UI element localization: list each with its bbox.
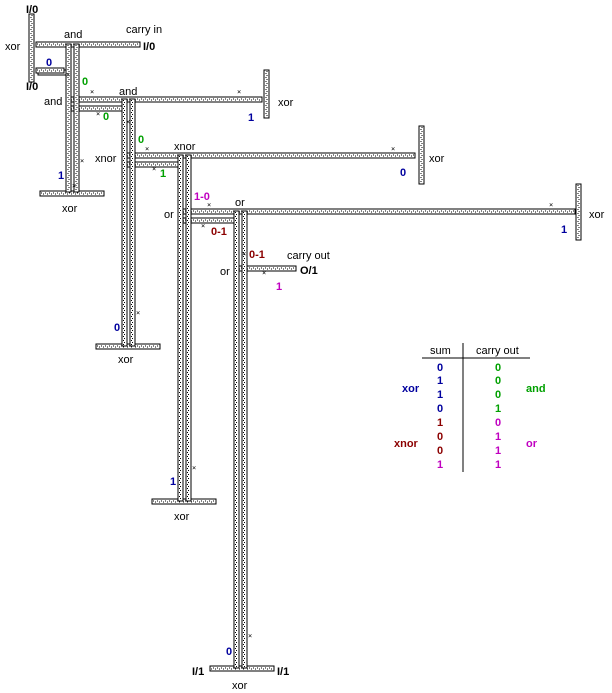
wire-vertical [28, 13, 35, 83]
wire-horizontal [39, 190, 105, 197]
wire-vertical [177, 154, 184, 502]
gate-label-xnor-2: xnor [174, 141, 196, 153]
wire-horizontal [151, 498, 217, 505]
gate-label-and-3: and [119, 86, 138, 98]
wire-tick-mark: × [72, 182, 76, 190]
bit-label: 1 [58, 170, 65, 182]
gate-label-or-3: or [220, 266, 230, 278]
wire-vertical [263, 69, 270, 119]
gate-label-or-1: or [164, 209, 174, 221]
wire-tick-mark: × [248, 632, 252, 640]
bit-label: 1-0 [194, 191, 210, 203]
bit-label: 0 [138, 134, 145, 146]
bit-label: 0-1 [249, 249, 265, 261]
wire-tick-mark: × [145, 145, 149, 153]
bit-label: 0 [226, 646, 233, 658]
wire-vertical [418, 125, 425, 185]
gate-label-and-2: and [44, 96, 63, 108]
wire-tick-mark: × [80, 157, 84, 165]
bit-label: 1 [170, 476, 177, 488]
wire-vertical [121, 98, 128, 347]
wire-horizontal [35, 41, 141, 48]
wire-vertical [241, 210, 248, 669]
wire-vertical [73, 43, 80, 193]
gate-label-xor-3: xor [62, 203, 78, 215]
wire-tick-mark: × [192, 464, 196, 472]
wire-tick-mark: × [391, 145, 395, 153]
bit-label: 0 [114, 322, 121, 334]
wire-tick-mark: × [90, 88, 94, 96]
wire-tick-mark: × [152, 165, 156, 173]
bit-label: 1 [160, 168, 167, 180]
input-top-a: I/0 [26, 4, 39, 16]
gate-label-xor-6: xor [118, 354, 134, 366]
wire-tick-mark: × [136, 309, 140, 317]
input-bottom-b: I/1 [277, 666, 290, 678]
wire-vertical [233, 210, 240, 669]
bit-label: 0 [46, 57, 53, 69]
carry-out-value: O/1 [300, 265, 318, 277]
gate-label-xor-8: xor [232, 680, 248, 692]
wire-tick-mark: × [242, 250, 246, 258]
bit-label: 0 [103, 111, 110, 123]
gate-label-or-2: or [235, 197, 245, 209]
gate-label-and-1: and [64, 29, 83, 41]
bit-label: 1 [276, 281, 283, 293]
gate-label-xor-1: xor [5, 41, 21, 53]
input-top-b: I/0 [26, 81, 39, 93]
wire-tick-mark: × [201, 222, 205, 230]
wire-horizontal [35, 67, 65, 74]
wire-horizontal [121, 152, 416, 159]
gate-label-xnor-1: xnor [95, 153, 117, 165]
carry-in-value: I/0 [143, 41, 156, 53]
input-bottom-a: I/1 [192, 666, 205, 678]
gate-label-xor-5: xor [589, 209, 605, 221]
carry-in-label: carry in [126, 24, 163, 36]
gate-label-xor-2: xor [278, 97, 294, 109]
wire-tick-mark: × [207, 201, 211, 209]
gate-label-xor-4: xor [429, 153, 445, 165]
bit-label: 0-1 [211, 226, 227, 238]
wire-vertical [65, 43, 72, 193]
bit-label: 0 [400, 167, 407, 179]
wire-tick-mark: × [66, 71, 70, 79]
bit-label: 1 [248, 112, 255, 124]
wire-horizontal [95, 343, 161, 350]
bit-label: 0 [82, 76, 89, 88]
wire-vertical [129, 98, 136, 347]
wire-tick-mark: × [96, 110, 100, 118]
gate-label-xor-7: xor [174, 511, 190, 523]
wire-tick-mark: × [126, 118, 130, 126]
carry-out-label: carry out [287, 250, 330, 262]
wire-vertical [185, 154, 192, 502]
wire-tick-mark: × [237, 88, 241, 96]
wire-tick-mark: × [549, 201, 553, 209]
wire-horizontal [65, 96, 263, 103]
wire-tick-mark: × [262, 269, 266, 277]
bit-label: 1 [561, 224, 568, 236]
wire-vertical [575, 183, 582, 241]
